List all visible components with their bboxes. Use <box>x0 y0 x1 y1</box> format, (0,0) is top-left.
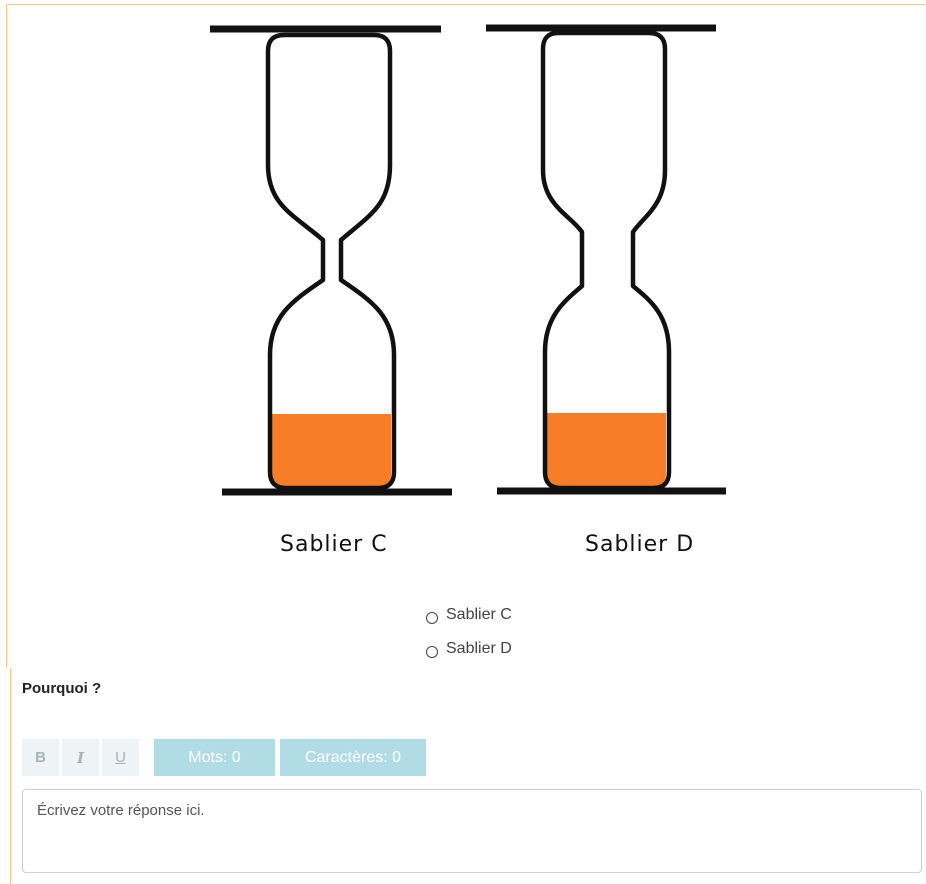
option-label: Sablier D <box>446 640 512 657</box>
hourglass-d <box>486 24 726 495</box>
frame-left-border-lower <box>10 668 11 884</box>
answer-textarea[interactable]: Écrivez votre réponse ici. <box>22 789 922 873</box>
question-label: Pourquoi ? <box>22 680 102 697</box>
sand-c <box>272 414 391 486</box>
underline-button[interactable]: U <box>102 739 139 776</box>
hourglass-figure <box>210 24 726 496</box>
option-sablier-c[interactable]: Sablier C <box>426 598 512 632</box>
bold-button[interactable]: B <box>22 739 59 776</box>
option-label: Sablier C <box>446 606 512 623</box>
hourglass-d-label: Sablier D <box>585 532 695 557</box>
answer-options: Sablier C Sablier D <box>426 598 512 666</box>
radio-sablier-d[interactable] <box>426 646 438 658</box>
radio-sablier-c[interactable] <box>426 612 438 624</box>
frame-top-border <box>6 4 926 5</box>
hourglass-c-label: Sablier C <box>280 532 388 557</box>
sand-d <box>547 413 666 486</box>
option-sablier-d[interactable]: Sablier D <box>426 632 512 666</box>
editor-toolbar: B I U Mots: 0 Caractères: 0 <box>22 739 426 776</box>
hourglass-c <box>210 25 452 496</box>
word-count-badge: Mots: 0 <box>154 739 275 776</box>
answer-placeholder: Écrivez votre réponse ici. <box>37 802 205 819</box>
italic-button[interactable]: I <box>62 739 99 776</box>
frame-left-border <box>6 4 7 668</box>
char-count-badge: Caractères: 0 <box>280 739 426 776</box>
